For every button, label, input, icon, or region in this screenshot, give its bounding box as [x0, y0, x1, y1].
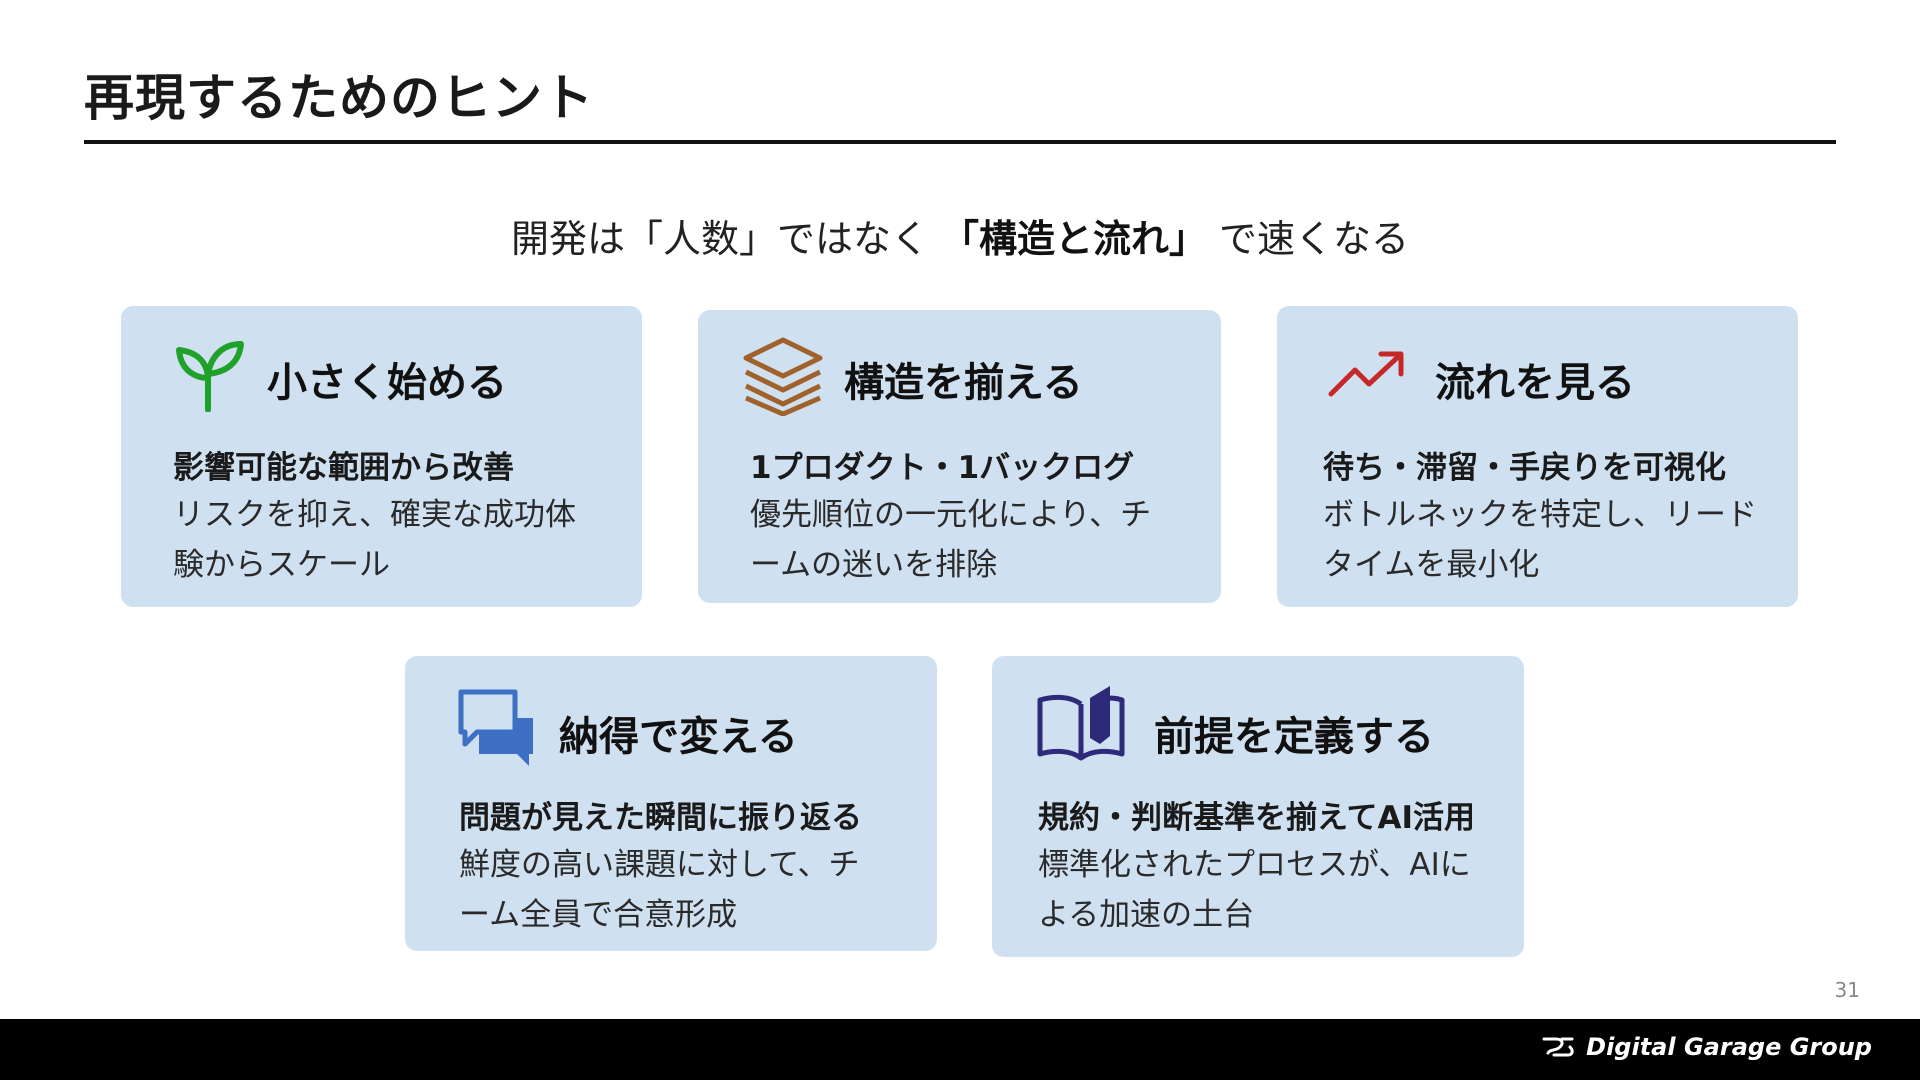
card-title: 構造を揃える: [844, 360, 1083, 406]
slide-subtitle: 開発は「人数」ではなく「構造と流れ」で速くなる: [0, 208, 1920, 263]
card-title: 納得で変える: [559, 714, 798, 760]
footer-bar: Digital Garage Group: [0, 1019, 1920, 1080]
card-subtitle: 待ち・滞留・手戻りを可視化: [1323, 450, 1726, 486]
hint-card-change-by-consensus: 納得で変える 問題が見えた瞬間に振り返る 鮮度の高い課題に対して、チーム全員で合…: [405, 656, 937, 951]
chat-bubbles-icon: [457, 688, 539, 766]
subtitle-prefix: 開発は「人数」ではなく: [510, 217, 929, 261]
card-subtitle: 規約・判断基準を揃えてAI活用: [1038, 800, 1475, 836]
card-title: 小さく始める: [267, 360, 507, 406]
layers-icon: [742, 336, 824, 417]
card-body: リスクを抑え、確実な成功体験からスケール: [173, 497, 576, 583]
hint-card-align-structure: 構造を揃える 1プロダクト・1バックログ 優先順位の一元化により、チームの迷いを…: [698, 310, 1221, 603]
card-title: 前提を定義する: [1154, 714, 1434, 760]
card-body: 鮮度の高い課題に対して、チーム全員で合意形成: [459, 847, 860, 933]
hint-card-see-flow: 流れを見る 待ち・滞留・手戻りを可視化 ボトルネックを特定し、リードタイムを最小…: [1277, 306, 1798, 607]
subtitle-suffix: で速くなる: [1219, 217, 1410, 261]
logo-text: Digital Garage Group: [1586, 1033, 1872, 1061]
hint-card-define-premises: 前提を定義する 規約・判断基準を揃えてAI活用 標準化されたプロセスが、AIによ…: [992, 656, 1524, 957]
card-subtitle: 1プロダクト・1バックログ: [750, 450, 1135, 486]
logo-mark-icon: [1542, 1037, 1574, 1057]
trend-up-icon: [1327, 346, 1409, 420]
book-icon: [1036, 682, 1125, 761]
hint-card-start-small: 小さく始める 影響可能な範囲から改善 リスクを抑え、確実な成功体験からスケール: [121, 306, 642, 607]
sprout-icon: [167, 338, 249, 413]
card-subtitle: 問題が見えた瞬間に振り返る: [459, 800, 862, 836]
card-body: ボトルネックを特定し、リードタイムを最小化: [1323, 497, 1757, 583]
card-body: 優先順位の一元化により、チームの迷いを排除: [750, 497, 1152, 583]
slide-title: 再現するためのヒント: [84, 69, 594, 127]
page-number: 31: [1834, 978, 1860, 1002]
subtitle-emphasis: 「構造と流れ」: [940, 217, 1207, 261]
company-logo: Digital Garage Group: [1540, 1033, 1872, 1061]
card-body: 標準化されたプロセスが、AIによる加速の土台: [1038, 847, 1471, 933]
title-divider: [84, 140, 1836, 144]
card-title: 流れを見る: [1435, 360, 1635, 406]
card-subtitle: 影響可能な範囲から改善: [173, 450, 514, 486]
